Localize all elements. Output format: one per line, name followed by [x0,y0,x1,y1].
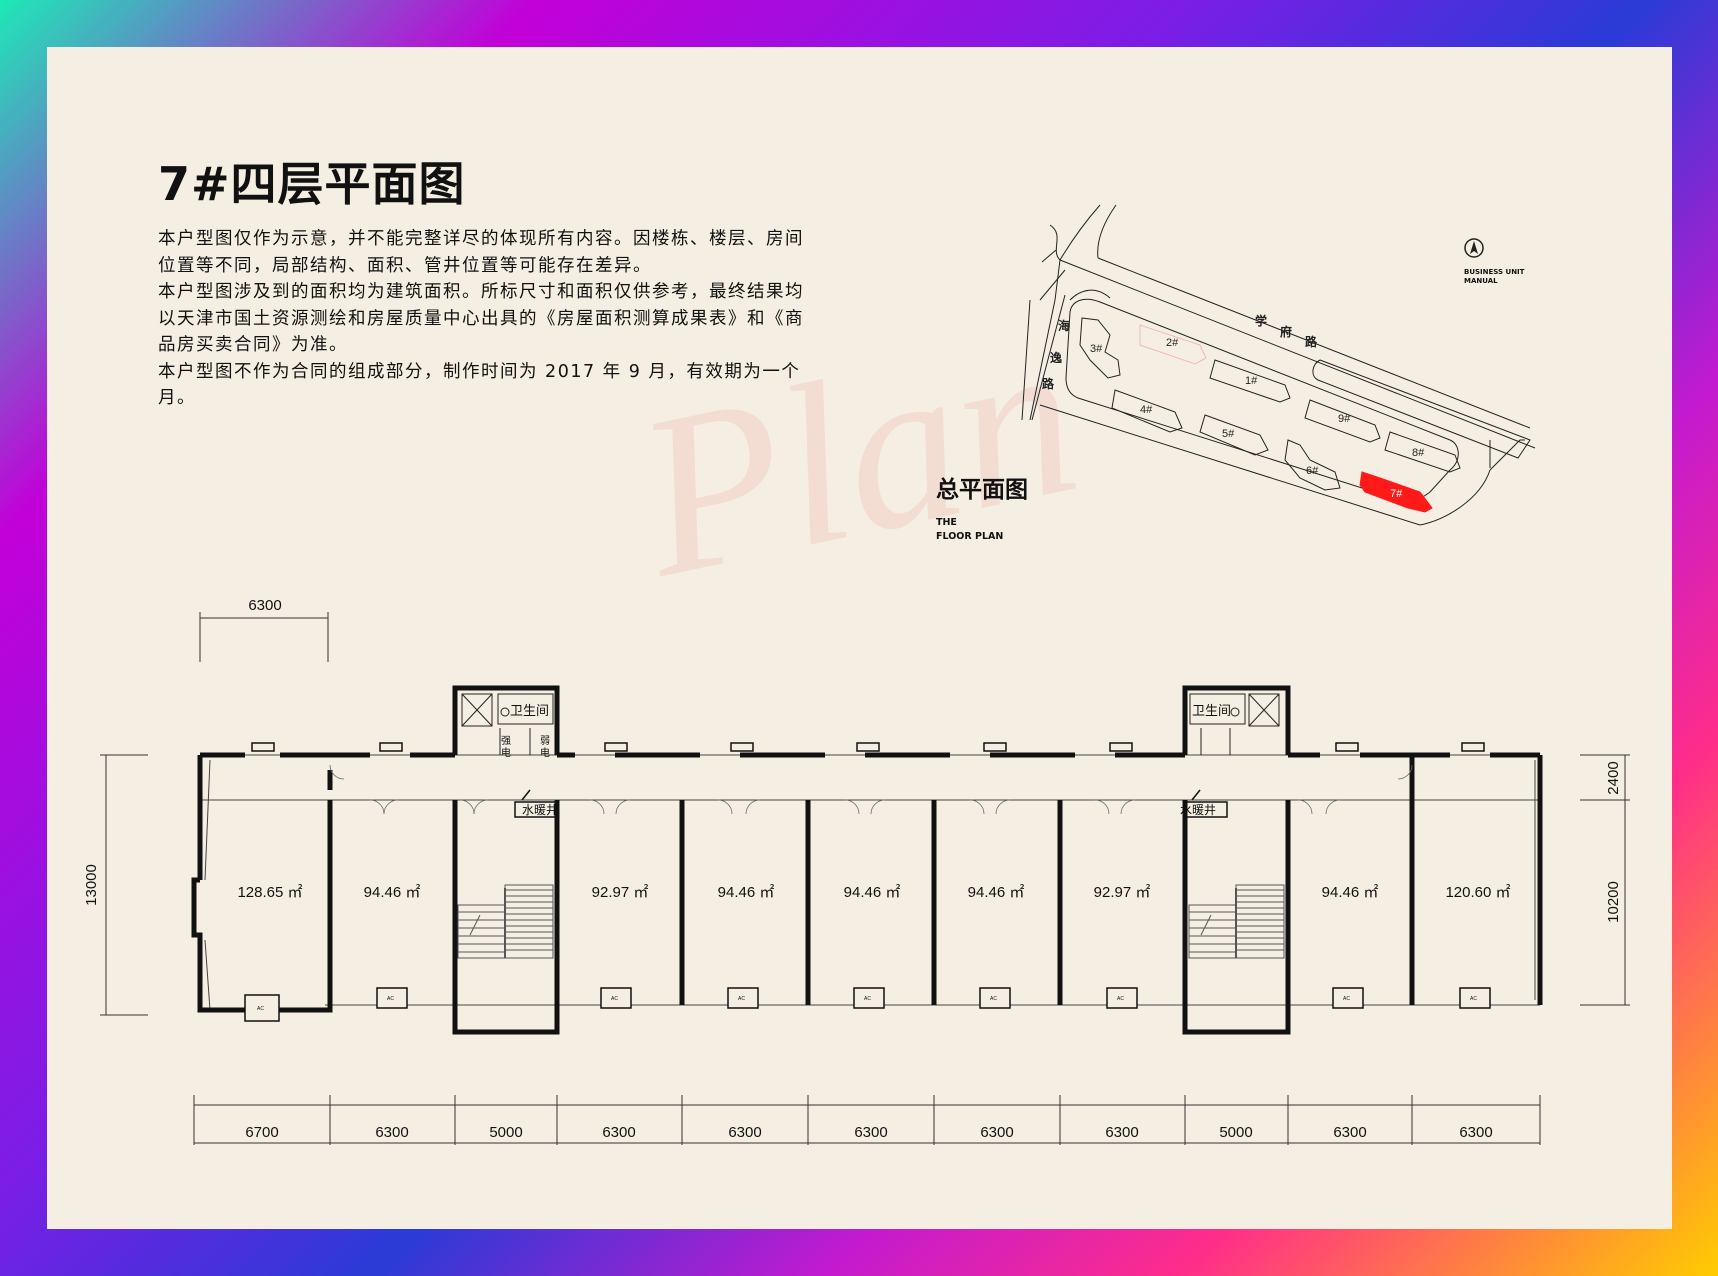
room-area-1: 128.65 ㎡ [237,884,302,901]
site-plan-subtitle-line: THE [936,517,957,528]
description: 本户型图仅作为示意，并不能完整详尽的体现所有内容。因楼栋、楼层、房间位置等不同，… [158,226,818,412]
dim-right-2: 10200 [1605,881,1622,923]
compass-label-line: BUSINESS UNIT [1464,268,1525,276]
room-area-8: 94.46 ㎡ [1322,884,1379,901]
dim-bottom-8: 6300 [1105,1124,1138,1141]
ac-label: AC [1470,996,1477,1002]
ac-label: AC [864,996,871,1002]
dim-bottom-2: 6300 [375,1124,408,1141]
building-label-6: 6# [1306,465,1319,477]
toilet-label: 卫生间 [1192,704,1231,719]
building-label-5: 5# [1222,428,1235,440]
building-label-2: 2# [1166,337,1179,349]
road-north-char-1: 学 [1255,313,1267,328]
building-label-4: 4# [1140,404,1153,416]
building-label-8: 8# [1412,447,1425,459]
description-paragraph: 本户型图涉及到的面积均为建筑面积。所标尺寸和面积仅供参考，最终结果均以天津市国土… [158,282,804,355]
description-paragraph: 本户型图不作为合同的组成部分，制作时间为 2017 年 9 月，有效期为一个月。 [158,361,801,409]
water-shaft-label: 水暖井 [1180,803,1216,817]
room-area-2: 94.46 ㎡ [364,884,421,901]
strong-power-label: 电 [501,746,511,759]
dim-bottom-7: 6300 [980,1124,1013,1141]
dim-bottom-10: 6300 [1333,1124,1366,1141]
building-label-1: 1# [1245,375,1258,387]
description-paragraph: 本户型图仅作为示意，并不能完整详尽的体现所有内容。因楼栋、楼层、房间位置等不同，… [158,229,804,276]
compass-label: BUSINESS UNIT MANUAL [1464,268,1554,286]
building-label-9: 9# [1338,413,1351,425]
ac-label: AC [1343,996,1350,1002]
site-plan-subtitle-line: FLOOR PLAN [936,531,1004,542]
compass-icon [1464,238,1484,258]
dim-left: 13000 [83,864,100,906]
dim-bottom-1: 6700 [245,1124,278,1141]
ac-label: AC [1117,996,1124,1002]
content-panel [47,47,1672,1229]
compass-label-line: MANUAL [1464,277,1498,285]
dim-bottom-6: 6300 [854,1124,887,1141]
site-labels: 3# 2# 1# 4# 5# 9# 8# 6# 7# [1090,337,1425,500]
room-area-6: 94.46 ㎡ [968,884,1025,901]
site-plan-subtitle: THE FLOOR PLAN [936,516,1046,544]
road-west-char-1: 海 [1058,318,1070,333]
ac-label: AC [387,996,394,1002]
room-area-9: 120.60 ㎡ [1445,884,1510,901]
water-shaft-label: 水暖井 [522,803,558,817]
ac-label: AC [611,996,618,1002]
room-area-4: 94.46 ㎡ [718,884,775,901]
road-north-char-3: 路 [1305,334,1318,349]
dim-bottom-11: 6300 [1459,1124,1492,1141]
building-label-3: 3# [1090,343,1103,355]
road-labels: 学 府 路 海 逸 路 [1042,313,1318,391]
dim-right-1: 2400 [1605,761,1622,794]
dim-bottom-3: 5000 [489,1124,522,1141]
page-title: 7#四层平面图 [158,157,466,211]
strong-power-label: 强 [501,735,511,747]
building-label-7: 7# [1390,488,1403,500]
dim-bottom-9: 5000 [1219,1124,1252,1141]
ac-label: AC [990,996,997,1002]
dim-bottom-5: 6300 [728,1124,761,1141]
room-area-7: 92.97 ㎡ [1094,884,1151,901]
toilet-label: 卫生间 [510,704,549,719]
ac-label: AC [738,996,745,1002]
site-plan [1021,204,1536,526]
road-north-char-2: 府 [1280,324,1292,339]
site-plan-title: 总平面图 [936,477,1028,503]
site-building-7-highlight [1359,471,1433,513]
road-west-char-3: 路 [1042,376,1055,391]
room-area-5: 94.46 ㎡ [844,884,901,901]
dim-bottom-4: 6300 [602,1124,635,1141]
ac-label: AC [257,1006,264,1012]
room-area-3: 92.97 ㎡ [592,884,649,901]
road-west-char-2: 逸 [1050,350,1062,365]
dim-top: 6300 [248,597,281,614]
weak-power-label: 弱 [540,735,550,747]
floor-plan: AC AC AC AC AC AC AC AC AC 128.65 ㎡ 94.4… [83,597,1630,1145]
weak-power-label: 电 [540,746,550,759]
